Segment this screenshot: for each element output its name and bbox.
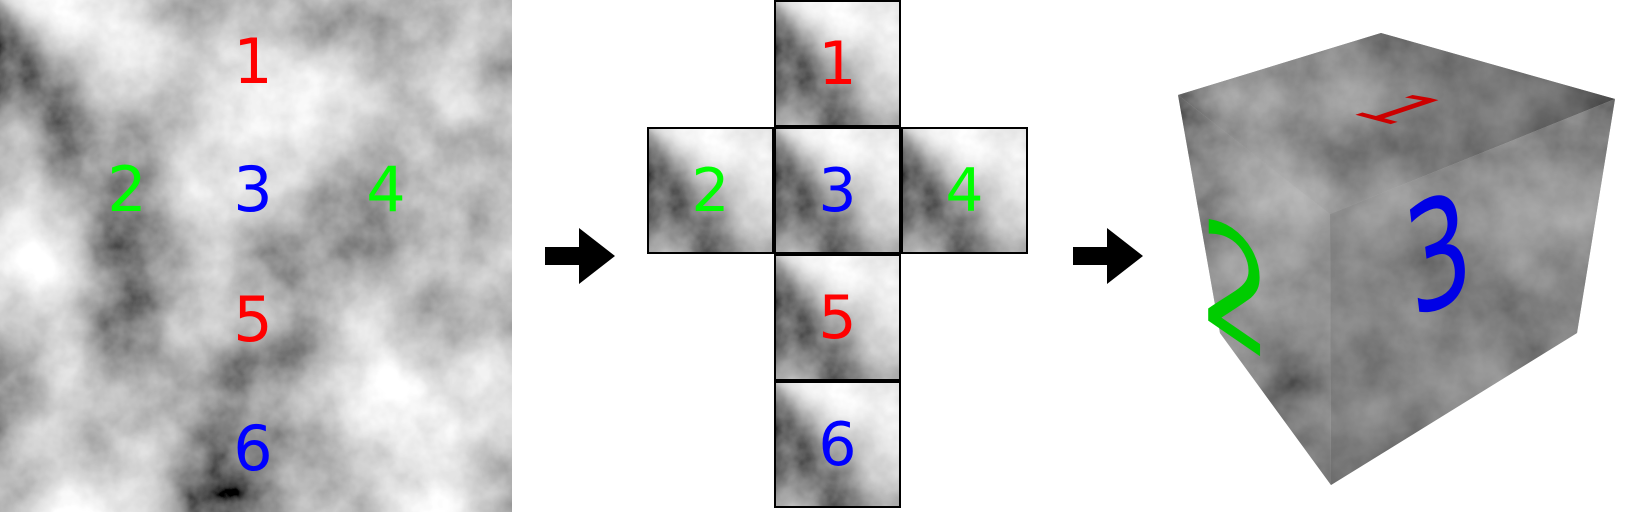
net-label-1: 1 bbox=[818, 28, 857, 99]
cube-net-panel: 1 2 3 4 5 6 bbox=[643, 0, 1033, 512]
net-face-texture bbox=[776, 383, 899, 506]
rendered-cube-3d: 1 2 3 bbox=[1178, 33, 1615, 485]
net-label-4: 4 bbox=[945, 155, 984, 226]
net-label-2: 2 bbox=[691, 155, 730, 226]
source-label-6: 6 bbox=[233, 412, 273, 485]
net-face-texture bbox=[649, 129, 772, 252]
net-label-6: 6 bbox=[818, 409, 857, 480]
source-texture-panel: 1 2 3 4 5 6 bbox=[0, 0, 512, 512]
net-face-3: 3 bbox=[774, 127, 901, 254]
arrow-right-icon bbox=[1073, 228, 1143, 284]
net-label-5: 5 bbox=[818, 282, 857, 353]
net-face-2: 2 bbox=[647, 127, 774, 254]
source-label-4: 4 bbox=[366, 153, 406, 226]
net-label-3: 3 bbox=[818, 155, 857, 226]
net-face-5: 5 bbox=[774, 254, 901, 381]
net-face-texture bbox=[903, 129, 1026, 252]
net-face-6: 6 bbox=[774, 381, 901, 508]
net-face-texture bbox=[776, 256, 899, 379]
net-face-4: 4 bbox=[901, 127, 1028, 254]
source-label-2: 2 bbox=[107, 153, 147, 226]
source-label-3: 3 bbox=[233, 153, 273, 226]
net-face-texture bbox=[776, 2, 899, 125]
source-label-1: 1 bbox=[233, 25, 273, 98]
net-face-texture bbox=[776, 129, 899, 252]
cloud-texture-image bbox=[0, 0, 512, 512]
source-label-5: 5 bbox=[233, 283, 273, 356]
net-face-1: 1 bbox=[774, 0, 901, 127]
arrow-right-icon bbox=[545, 228, 615, 284]
